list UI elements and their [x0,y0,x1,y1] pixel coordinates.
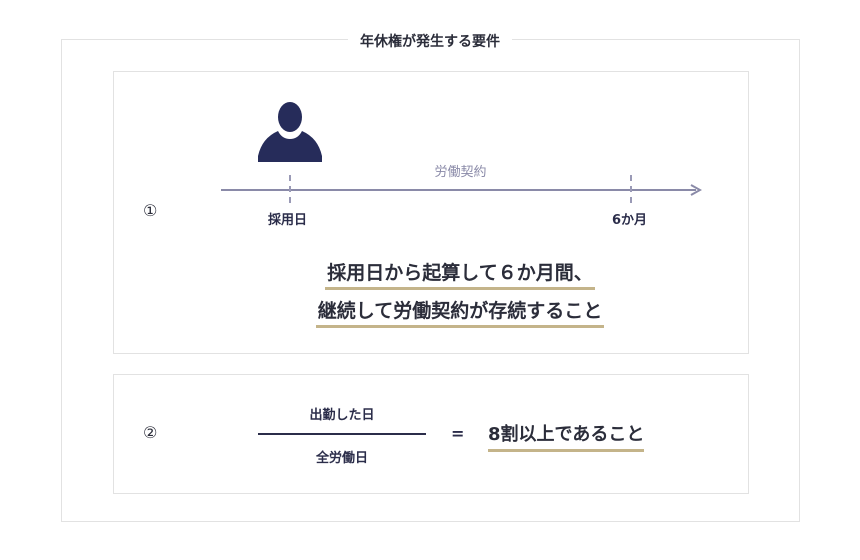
requirement-1-panel [113,71,749,354]
end-label: 6か月 [612,213,648,228]
contract-label: 労働契約 [434,165,487,180]
requirement-1-marker: ① [143,201,158,220]
requirement-2-marker: ② [143,423,158,442]
timeline-arrowhead [690,184,702,196]
result-text: 8割以上であること [488,420,645,452]
statement-line-1: 採用日から起算して６か月間、 [0,258,860,290]
diagram-title: 年休権が発生する要件 [348,34,512,50]
fraction-bar [258,433,426,435]
start-tick [289,175,291,203]
start-label: 採用日 [268,213,308,228]
person-icon [258,102,322,162]
fraction-numerator: 出勤した日 [309,408,375,423]
timeline-line [221,189,696,191]
statement-line-2: 継続して労働契約が存続すること [0,296,860,328]
statement-line-1-text: 採用日から起算して６か月間、 [325,262,595,290]
statement-line-2-text: 継続して労働契約が存続すること [315,300,605,328]
requirement-2-panel [113,374,749,494]
end-tick [630,175,632,203]
equals-sign: = [451,424,465,443]
diagram-title-wrap: 年休権が発生する要件 [0,31,860,51]
fraction-denominator: 全労働日 [315,451,368,466]
